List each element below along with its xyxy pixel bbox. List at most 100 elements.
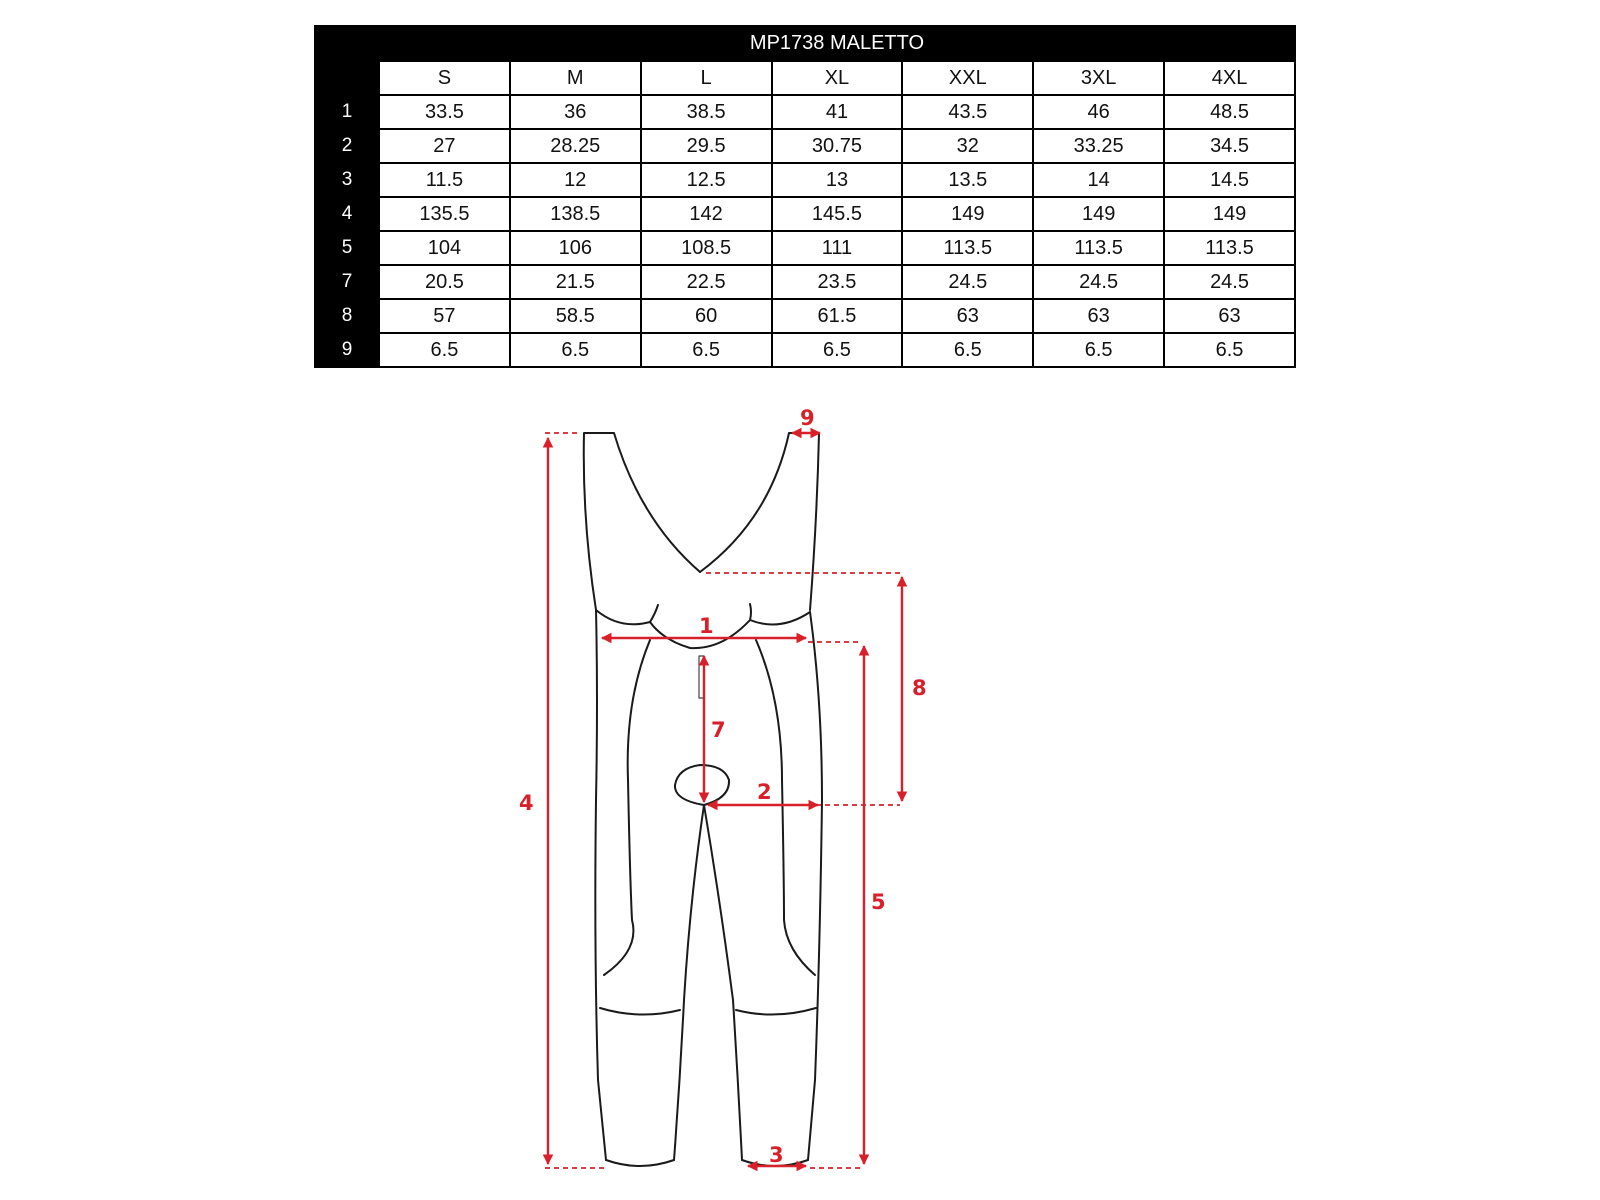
size-header: XL	[770, 60, 904, 96]
table-cell: 11.5	[378, 162, 511, 198]
measure-1-label: 1	[699, 614, 714, 638]
table-cell: 106	[508, 230, 642, 266]
table-cell: 13.5	[901, 162, 1035, 198]
bib-tights-outline	[582, 432, 823, 1167]
measure-4-label: 4	[519, 791, 534, 815]
table-cell: 108.5	[639, 230, 773, 266]
row-label: 5	[314, 230, 380, 266]
table-cell: 32	[901, 128, 1035, 164]
row-label: 9	[314, 332, 380, 368]
left-leg-outline	[594, 609, 607, 1161]
right-leg-outline	[807, 611, 823, 1161]
table-cell: 113.5	[1163, 230, 1296, 266]
table-cell: 6.5	[1032, 332, 1166, 368]
table-title-row: MP1738 MALETTO	[314, 25, 1296, 62]
table-cell: 38.5	[639, 94, 773, 130]
measure-3-label: 3	[769, 1143, 784, 1167]
size-header: 4XL	[1163, 60, 1296, 96]
table-row: 7 20.5 21.5 22.5 23.5 24.5 24.5 24.5	[314, 264, 1296, 300]
size-header: S	[378, 60, 511, 96]
table-cell: 24.5	[1163, 264, 1296, 300]
table-cell: 104	[378, 230, 511, 266]
size-header: XXL	[901, 60, 1035, 96]
table-cell: 6.5	[1163, 332, 1296, 368]
table-cell: 63	[1163, 298, 1296, 334]
left-side-panel-outline	[603, 639, 651, 976]
table-cell: 33.5	[378, 94, 511, 130]
table-cell: 57	[378, 298, 511, 334]
row-label: 2	[314, 128, 380, 164]
table-cell: 24.5	[901, 264, 1035, 300]
table-cell: 6.5	[770, 332, 904, 368]
table-cell: 113.5	[901, 230, 1035, 266]
table-cell: 14	[1032, 162, 1166, 198]
front-panel-outline	[595, 609, 811, 650]
row-label: 8	[314, 298, 380, 334]
table-cell: 23.5	[770, 264, 904, 300]
table-cell: 61.5	[770, 298, 904, 334]
table-cell: 63	[901, 298, 1035, 334]
chamois-outline	[674, 764, 731, 806]
table-cell: 41	[770, 94, 904, 130]
right-knee-seam-outline	[735, 1007, 817, 1016]
table-cell: 30.75	[770, 128, 904, 164]
table-cell: 58.5	[508, 298, 642, 334]
table-cell: 60	[639, 298, 773, 334]
table-cell: 33.25	[1032, 128, 1166, 164]
table-cell: 6.5	[378, 332, 511, 368]
table-cell: 48.5	[1163, 94, 1296, 130]
size-header: 3XL	[1032, 60, 1166, 96]
size-header: M	[508, 60, 642, 96]
table-cell: 13	[770, 162, 904, 198]
measurement-lines	[542, 427, 908, 1172]
table-row: 3 11.5 12 12.5 13 13.5 14 14.5	[314, 162, 1296, 198]
waist-panel-outline	[649, 603, 752, 623]
measure-8-label: 8	[912, 676, 927, 700]
table-row: 5 104 106 108.5 111 113.5 113.5 113.5	[314, 230, 1296, 266]
measure-5-label: 5	[871, 890, 886, 914]
table-cell: 12	[508, 162, 642, 198]
table-row: 9 6.5 6.5 6.5 6.5 6.5 6.5 6.5	[314, 332, 1296, 368]
table-cell: 113.5	[1032, 230, 1166, 266]
measure-9-label: 9	[800, 406, 815, 430]
row-label: 4	[314, 196, 380, 232]
measure-7-label: 7	[711, 718, 726, 742]
left-hem-outline	[605, 1159, 675, 1167]
table-cell: 149	[1163, 196, 1296, 232]
table-row: 4 135.5 138.5 142 145.5 149 149 149	[314, 196, 1296, 232]
table-cell: 34.5	[1163, 128, 1296, 164]
measure-2-label: 2	[757, 780, 772, 804]
table-cell: 43.5	[901, 94, 1035, 130]
left-strap-outline	[582, 432, 701, 611]
table-row: 8 57 58.5 60 61.5 63 63 63	[314, 298, 1296, 334]
left-knee-seam-outline	[599, 1007, 681, 1016]
table-title: MP1738 MALETTO	[378, 25, 1296, 62]
table-cell: 20.5	[378, 264, 511, 300]
table-cell: 21.5	[508, 264, 642, 300]
table-cell: 111	[770, 230, 904, 266]
table-cell: 149	[901, 196, 1035, 232]
table-row: 1 33.5 36 38.5 41 43.5 46 48.5	[314, 94, 1296, 130]
header-corner-cell	[314, 60, 380, 96]
right-side-panel-outline	[755, 639, 816, 976]
table-cell: 6.5	[508, 332, 642, 368]
table-cell: 6.5	[901, 332, 1035, 368]
table-cell: 6.5	[639, 332, 773, 368]
table-cell: 46	[1032, 94, 1166, 130]
row-label: 3	[314, 162, 380, 198]
size-chart-table: MP1738 MALETTO S M L XL XXL 3XL 4XL 1 33…	[314, 25, 1296, 368]
extension-lines	[545, 432, 900, 1169]
table-cell: 12.5	[639, 162, 773, 198]
table-cell: 149	[1032, 196, 1166, 232]
table-cell: 24.5	[1032, 264, 1166, 300]
table-cell: 27	[378, 128, 511, 164]
table-cell: 63	[1032, 298, 1166, 334]
table-cell: 135.5	[378, 196, 511, 232]
left-inner-leg-outline	[673, 804, 705, 1161]
table-cell: 145.5	[770, 196, 904, 232]
table-row: 2 27 28.25 29.5 30.75 32 33.25 34.5	[314, 128, 1296, 164]
size-header-row: S M L XL XXL 3XL 4XL	[314, 60, 1296, 96]
table-cell: 36	[508, 94, 642, 130]
table-cell: 138.5	[508, 196, 642, 232]
